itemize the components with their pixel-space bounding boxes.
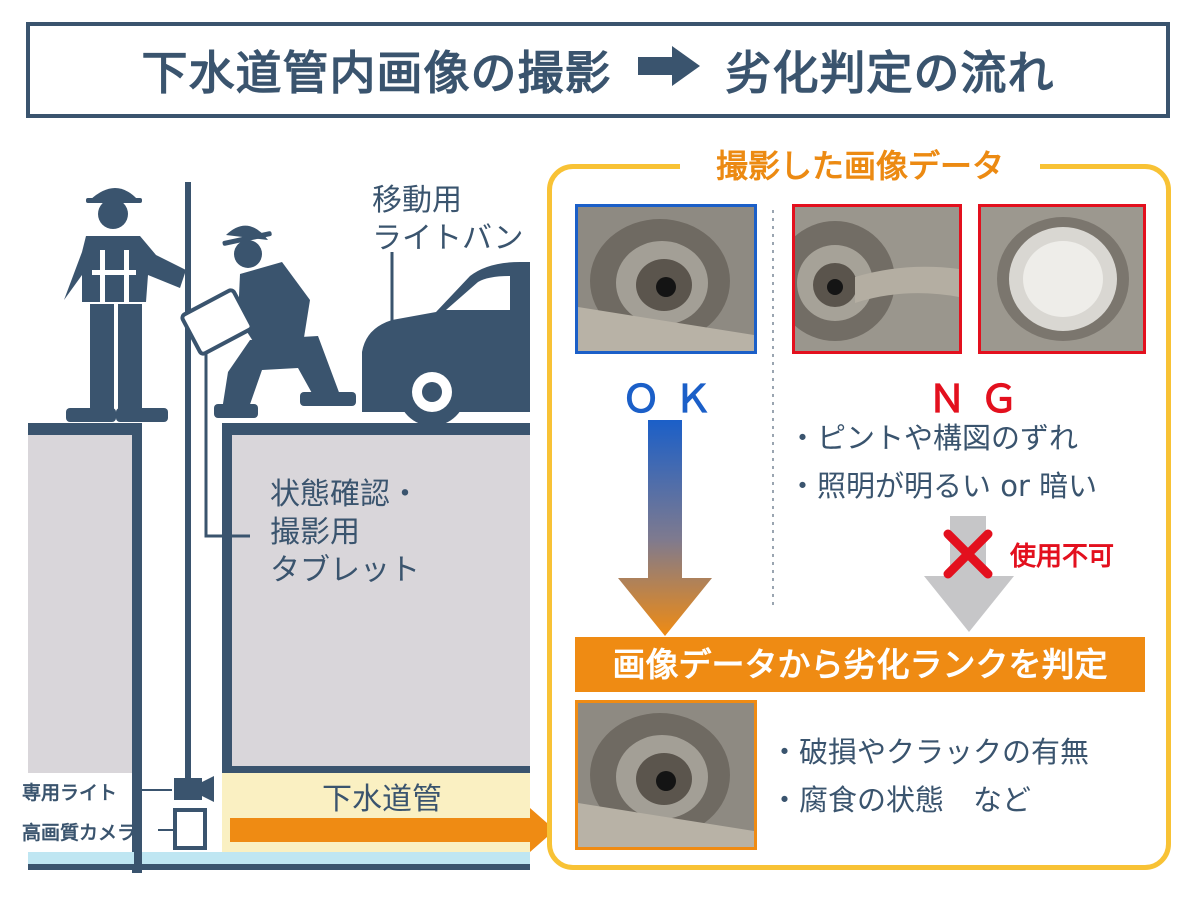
judge-item-corrosion: ・腐食の状態 など [770, 783, 1032, 817]
panel-title: 撮影した画像データ [680, 144, 1040, 188]
title-arrow-icon [637, 46, 700, 86]
ok-photo [575, 204, 757, 354]
title-box: 下水道管内画像の撮影 劣化判定の流れ [26, 22, 1170, 118]
forbidden-cross-icon [943, 529, 993, 579]
judge-item-damage: ・破損やクラックの有無 [770, 735, 1090, 769]
van-label-line1: 移動用 [372, 183, 462, 218]
camera-pole [185, 182, 191, 787]
light-icon [174, 778, 202, 800]
tablet-cable [204, 354, 250, 538]
light-label: 専用ライト [22, 782, 118, 804]
forbidden-label: 使用不可 [1010, 542, 1115, 572]
title-right: 劣化判定の流れ [725, 46, 1055, 100]
ng-flow-arrow-icon [924, 516, 1014, 632]
judged-photo [575, 700, 757, 850]
ng-photo-overexposed [978, 204, 1146, 354]
tablet-label-line2: 撮影用 [270, 515, 360, 550]
pipe-label: 下水道管 [322, 782, 442, 817]
rank-judgment-banner: 画像データから劣化ランクを判定 [575, 637, 1145, 692]
ok-flow-arrow-icon [618, 420, 712, 636]
ng-reason-lighting: ・照明が明るい or 暗い [788, 469, 1098, 503]
tablet-icon [180, 288, 254, 356]
camera-label: 高画質カメラ [22, 822, 137, 844]
ng-photo-blurred [792, 204, 962, 354]
van-label-line2: ライトバン [372, 221, 524, 256]
ground-right [232, 423, 530, 773]
light-van-icon [362, 262, 530, 426]
camera-to-panel-arrow [230, 808, 555, 852]
ground-left [28, 423, 134, 773]
field-illustration [28, 182, 555, 873]
title-left: 下水道管内画像の撮影 [141, 46, 612, 100]
ng-label: ＮＧ [928, 377, 1033, 421]
van-label: 移動用 ライトバン [372, 182, 524, 258]
tablet-label-line1: 状態確認・ [270, 477, 420, 512]
ng-reason-focus: ・ピントや構図のずれ [788, 421, 1079, 455]
kneeling-worker-icon [214, 225, 356, 418]
ok-ng-divider [772, 210, 774, 610]
standing-worker-icon [64, 188, 186, 422]
tablet-label-line3: タブレット [270, 553, 420, 588]
tablet-label: 状態確認・ 撮影用 タブレット [270, 476, 420, 590]
camera-icon [173, 808, 207, 850]
ok-label: ＯＫ [622, 377, 727, 421]
